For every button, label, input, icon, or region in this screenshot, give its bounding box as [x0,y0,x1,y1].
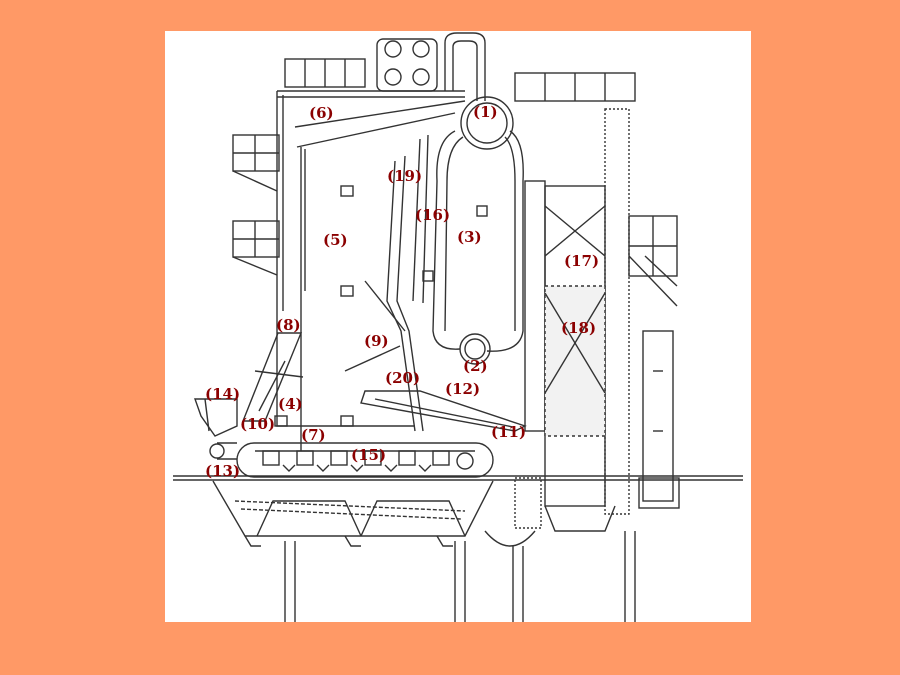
front-arch [241,332,303,422]
rear-flue-wall [604,108,630,515]
label-10: (10) [240,415,275,433]
chain-grate [236,442,494,478]
label-5: (5) [323,231,348,249]
label-3: (3) [457,228,482,246]
boiler-bank-front [432,130,461,350]
ash-chute [484,530,536,547]
furnace-rear-tubes [386,160,416,432]
roof-tubes [294,100,466,148]
label-15: (15) [351,446,386,464]
label-1: (1) [473,103,498,121]
label-16: (16) [415,206,450,224]
label-4: (4) [278,395,303,413]
label-18: (18) [561,319,596,337]
label-7: (7) [301,426,326,444]
steam-drum [460,96,514,150]
steam-pipe-loop [444,32,486,101]
baffle-wall [524,180,546,432]
label-14: (14) [205,385,240,403]
label-13: (13) [205,462,240,480]
label-8: (8) [276,316,301,334]
label-20: (20) [385,369,420,387]
rear-arch [360,390,527,432]
rear-sprocket [456,452,474,470]
boiler-cross-section-drawing: (1) (2) (3) (4) (5) (6) (7) (8) (9) (10)… [173,32,743,622]
front-sprocket [209,443,225,459]
boiler-diagram-panel: (1) (2) (3) (4) (5) (6) (7) (8) (9) (10)… [165,31,751,622]
label-12: (12) [445,380,480,398]
right-column [642,330,674,502]
label-9: (9) [364,332,389,350]
label-17: (17) [564,252,599,270]
rear-ash-hopper [544,505,616,532]
label-2: (2) [463,357,488,375]
label-6: (6) [309,104,334,122]
ash-hopper-outline [212,480,494,537]
grate-air-boxes [262,450,450,466]
label-19: (19) [387,167,422,185]
label-11: (11) [491,423,526,441]
coal-hopper [194,398,238,437]
